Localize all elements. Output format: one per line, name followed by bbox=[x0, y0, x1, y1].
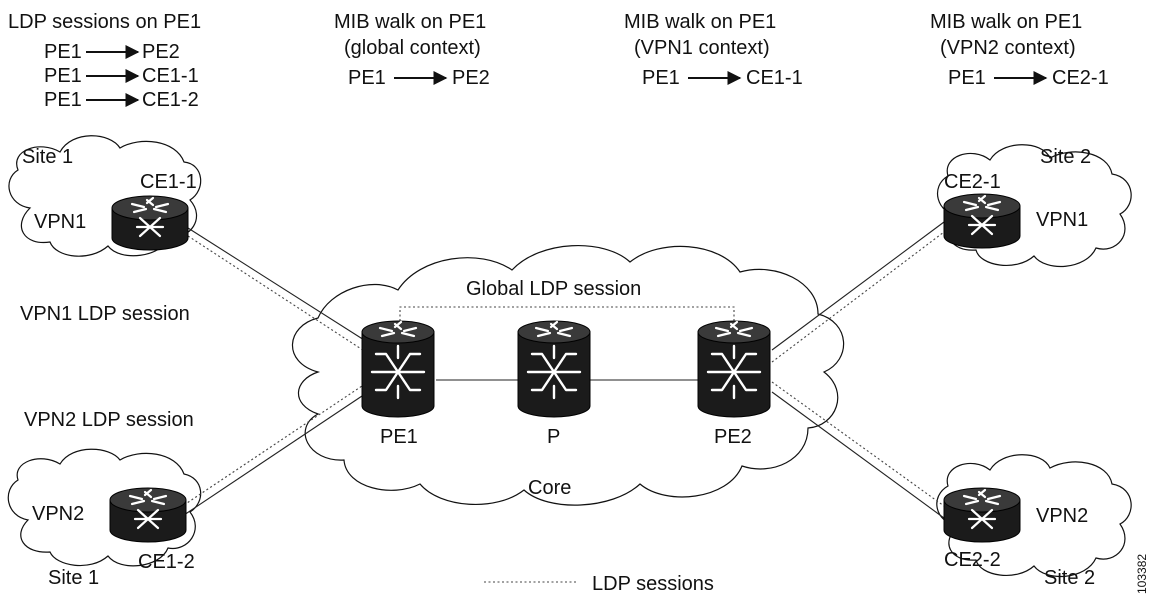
vpn2-ldp-session-label: VPN2 LDP session bbox=[24, 409, 194, 431]
mib-vpn1-context: (VPN1 context) bbox=[634, 37, 770, 59]
svg-text:CE1-2: CE1-2 bbox=[142, 89, 199, 111]
ldp-pe2-ce2-2 bbox=[771, 381, 945, 507]
mib-vpn2-title: MIB walk on PE1 bbox=[930, 11, 1082, 33]
ldp-global-pe1-pe2 bbox=[399, 306, 735, 330]
site1-bottom-label: Site 1 bbox=[48, 567, 99, 589]
router-p-icon bbox=[516, 319, 592, 419]
ce2-2-label: CE2-2 bbox=[944, 549, 1001, 571]
mib-vpn1-from: PE1 bbox=[642, 67, 680, 89]
site2-bottom-cloud bbox=[936, 454, 1132, 578]
ce2-1-label: CE2-1 bbox=[944, 171, 1001, 193]
link-pe2-ce2-1 bbox=[771, 221, 945, 351]
site1-top-vpn-label: VPN1 bbox=[34, 211, 86, 233]
site2-bottom-vpn-label: VPN2 bbox=[1036, 505, 1088, 527]
site2-top-vpn-label: VPN1 bbox=[1036, 209, 1088, 231]
global-ldp-session-label: Global LDP session bbox=[466, 278, 641, 300]
mib-global-context: (global context) bbox=[344, 37, 481, 59]
p-label: P bbox=[547, 426, 560, 448]
link-pe2-ce2-2 bbox=[771, 391, 945, 519]
ldp-sessions-title: LDP sessions on PE1 bbox=[8, 11, 201, 33]
ldp-session-row: PE1 CE1-1 bbox=[44, 65, 199, 87]
figure-id: 103382 bbox=[1135, 554, 1149, 594]
ldp-ce1-1-pe1 bbox=[187, 235, 373, 357]
link-ce1-1-pe1 bbox=[187, 227, 373, 346]
mib-vpn1-title: MIB walk on PE1 bbox=[624, 11, 776, 33]
mib-global-title: MIB walk on PE1 bbox=[334, 11, 486, 33]
site1-top-label: Site 1 bbox=[22, 146, 73, 168]
legend-label: LDP sessions bbox=[592, 573, 714, 595]
mib-vpn2-from: PE1 bbox=[948, 67, 986, 89]
ldp-session-row: PE1 PE2 bbox=[44, 41, 180, 63]
ldp-session-row: PE1 CE1-2 bbox=[44, 89, 199, 111]
ldp-ce1-2-pe1 bbox=[183, 381, 369, 506]
link-ce1-2-pe1 bbox=[183, 391, 369, 516]
router-pe1-icon bbox=[360, 319, 436, 419]
ce1-2-label: CE1-2 bbox=[138, 551, 195, 573]
core-label: Core bbox=[528, 477, 571, 499]
site2-bottom-label: Site 2 bbox=[1044, 567, 1095, 589]
router-ce1-2-icon bbox=[108, 486, 188, 544]
svg-text:PE2: PE2 bbox=[142, 41, 180, 63]
ce1-1-label: CE1-1 bbox=[140, 171, 197, 193]
mib-vpn2-context: (VPN2 context) bbox=[940, 37, 1076, 59]
router-ce2-2-icon bbox=[942, 486, 1022, 544]
svg-text:PE1: PE1 bbox=[44, 89, 82, 111]
router-pe2-icon bbox=[696, 319, 772, 419]
svg-text:CE1-1: CE1-1 bbox=[142, 65, 199, 87]
router-ce2-1-icon bbox=[942, 192, 1022, 250]
svg-text:PE1: PE1 bbox=[44, 41, 82, 63]
vpn1-ldp-session-label: VPN1 LDP session bbox=[20, 303, 190, 325]
router-ce1-1-icon bbox=[110, 194, 190, 252]
site1-bottom-vpn-label: VPN2 bbox=[32, 503, 84, 525]
mib-vpn1-to: CE1-1 bbox=[746, 67, 803, 89]
site2-top-label: Site 2 bbox=[1040, 146, 1091, 168]
svg-text:PE1: PE1 bbox=[44, 65, 82, 87]
pe1-label: PE1 bbox=[380, 426, 418, 448]
pe2-label: PE2 bbox=[714, 426, 752, 448]
mib-global-to: PE2 bbox=[452, 67, 490, 89]
mib-global-from: PE1 bbox=[348, 67, 386, 89]
mib-vpn2-to: CE2-1 bbox=[1052, 67, 1109, 89]
